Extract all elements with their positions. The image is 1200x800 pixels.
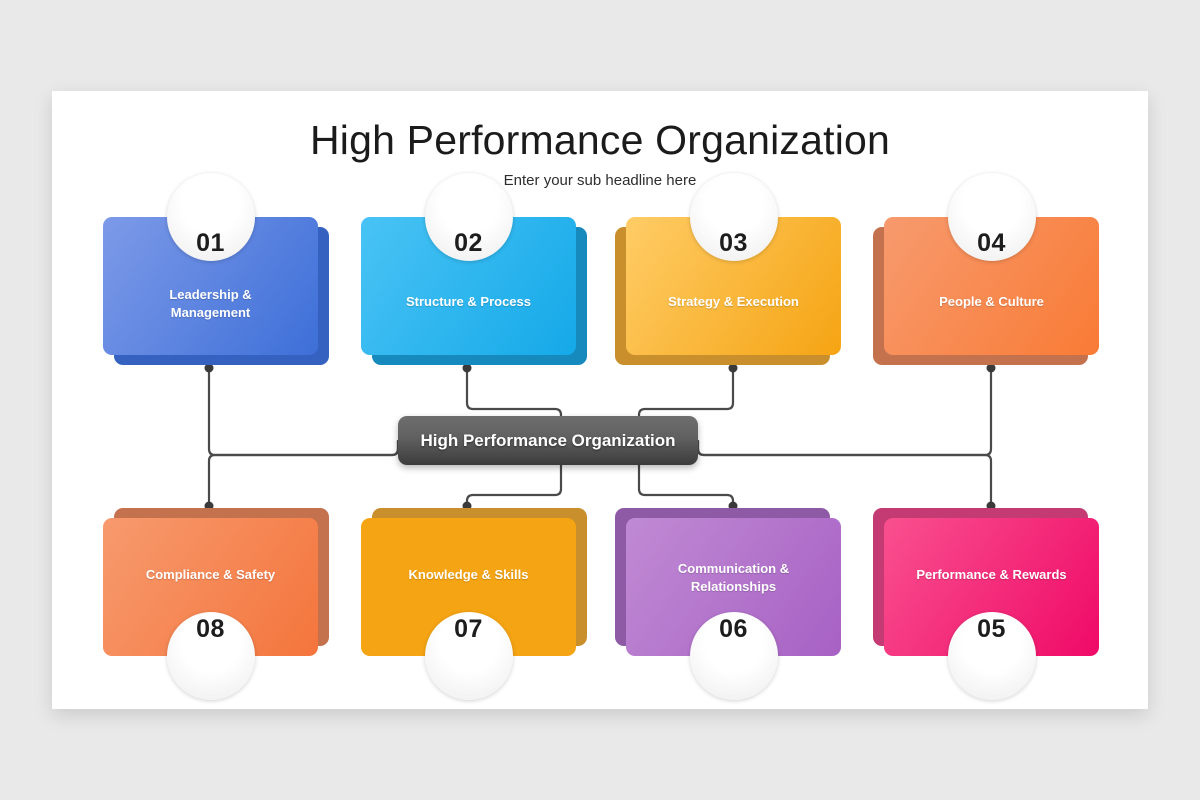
- card-06-label-line1: Communication &: [677, 561, 790, 576]
- card-02-number-badge: [424, 173, 513, 261]
- card-08[interactable]: 08 Compliance & Safety: [103, 508, 329, 700]
- card-01-label-line2: Management: [170, 304, 251, 320]
- slide-panel: High Performance Organization Enter your…: [52, 91, 1148, 709]
- center-hub[interactable]: High Performance Organization: [398, 416, 698, 465]
- card-04-label: People & Culture: [939, 294, 1044, 309]
- card-03[interactable]: 03 Strategy & Execution: [615, 173, 841, 365]
- card-03-number: 03: [719, 229, 748, 257]
- card-08-label: Compliance & Safety: [145, 567, 276, 582]
- card-07-number: 07: [454, 615, 483, 643]
- card-02-label: Structure & Process: [406, 294, 531, 309]
- card-02-number: 02: [454, 229, 483, 257]
- card-08-number-badge: [166, 612, 255, 700]
- card-08-number: 08: [196, 615, 225, 643]
- card-02[interactable]: 02 Structure & Process: [361, 173, 587, 365]
- page-title: High Performance Organization: [309, 117, 891, 163]
- card-03-label: Strategy & Execution: [668, 294, 799, 309]
- card-06[interactable]: 06 Communication & Relationships: [615, 508, 841, 700]
- card-06-number: 06: [719, 615, 748, 643]
- card-05-number-badge: [947, 612, 1036, 700]
- card-05-number: 05: [977, 615, 1006, 643]
- center-hub-label: High Performance Organization: [420, 430, 676, 450]
- card-05-label: Performance & Rewards: [916, 567, 1067, 582]
- card-01-number: 01: [196, 229, 225, 257]
- card-07[interactable]: 07 Knowledge & Skills: [361, 508, 587, 700]
- card-06-label-line2: Relationships: [690, 578, 777, 594]
- card-07-number-badge: [424, 612, 513, 700]
- card-04[interactable]: 04 People & Culture: [873, 173, 1099, 365]
- card-03-number-badge: [689, 173, 778, 261]
- card-04-number-badge: [947, 173, 1036, 261]
- card-06-number-badge: [689, 612, 778, 700]
- card-01-number-badge: [166, 173, 255, 261]
- page-subtitle: Enter your sub headline here: [503, 172, 697, 189]
- card-06-label: Communication & Relationships: [634, 560, 833, 595]
- card-01-label-line1: Leadership &: [169, 287, 252, 302]
- card-04-number: 04: [977, 229, 1006, 257]
- card-05[interactable]: 05 Performance & Rewards: [873, 508, 1099, 700]
- card-01-label: Leadership & Management: [111, 286, 310, 321]
- card-07-label: Knowledge & Skills: [408, 567, 529, 582]
- card-01[interactable]: 01 Leadership & Management: [103, 173, 329, 365]
